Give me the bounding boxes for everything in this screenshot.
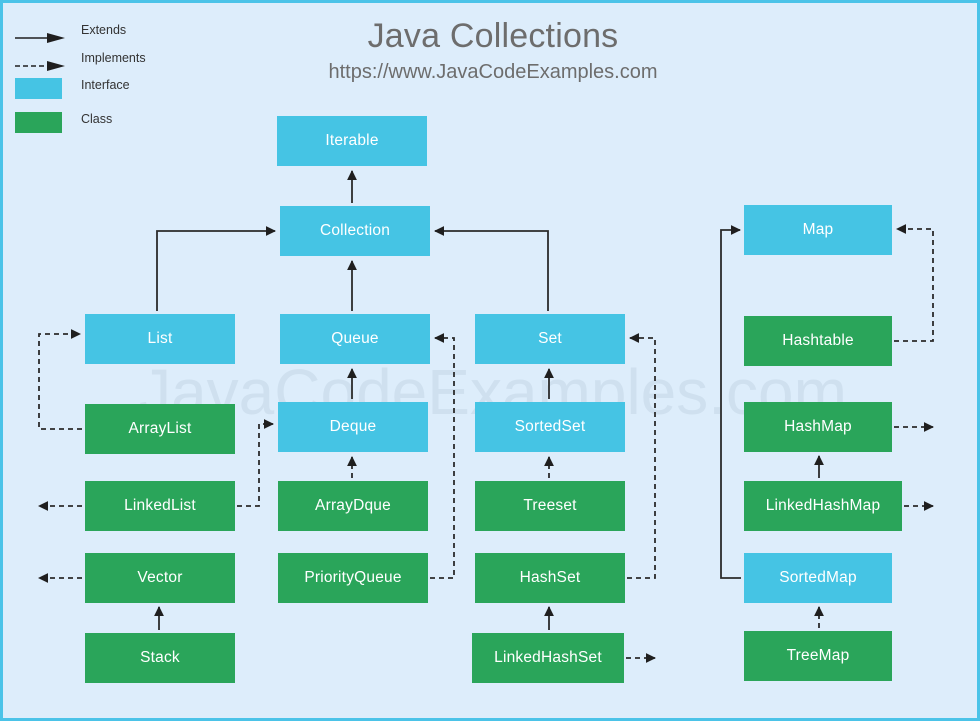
node-label-arraydque: ArrayDque <box>315 497 391 514</box>
interface-color-swatch <box>15 78 62 99</box>
edge-hashtable-map <box>894 224 934 342</box>
node-label-linkedlist: LinkedList <box>124 497 196 514</box>
edge-sortedmap-map <box>720 225 741 579</box>
solid-arrow-icon <box>15 30 69 43</box>
node-sortedset[interactable]: SortedSet <box>475 402 625 452</box>
node-hashmap[interactable]: HashMap <box>744 402 892 452</box>
node-label-hashset: HashSet <box>519 569 581 586</box>
dashed-arrow-icon <box>15 58 69 71</box>
node-linkedlist[interactable]: LinkedList <box>85 481 235 531</box>
node-linkedhashset[interactable]: LinkedHashSet <box>472 633 624 683</box>
node-label-linkedhashmap: LinkedHashMap <box>765 497 881 514</box>
node-set[interactable]: Set <box>475 314 625 364</box>
node-stack[interactable]: Stack <box>85 633 235 683</box>
node-queue[interactable]: Queue <box>280 314 430 364</box>
node-label-sortedset: SortedSet <box>514 418 586 435</box>
node-label-list: List <box>147 330 173 347</box>
node-label-map: Map <box>802 221 834 238</box>
node-collection[interactable]: Collection <box>280 206 430 256</box>
class-color-swatch <box>15 112 62 133</box>
node-list[interactable]: List <box>85 314 235 364</box>
node-hashtable[interactable]: Hashtable <box>744 316 892 366</box>
node-iterable[interactable]: Iterable <box>277 116 427 166</box>
node-label-treemap: TreeMap <box>786 647 850 664</box>
page-subtitle: https://www.JavaCodeExamples.com <box>328 61 658 83</box>
node-label-linkedhashset: LinkedHashSet <box>494 649 602 666</box>
page-title: Java Collections <box>367 17 619 55</box>
node-label-hashmap: HashMap <box>784 418 852 435</box>
node-vector[interactable]: Vector <box>85 553 235 603</box>
node-arraydque[interactable]: ArrayDque <box>278 481 428 531</box>
node-arraylist[interactable]: ArrayList <box>85 404 235 454</box>
edge-priorityqueue-queue <box>430 333 455 579</box>
node-treemap[interactable]: TreeMap <box>744 631 892 681</box>
node-label-vector: Vector <box>137 569 183 586</box>
node-hashset[interactable]: HashSet <box>475 553 625 603</box>
node-label-hashtable: Hashtable <box>782 332 854 349</box>
node-label-queue: Queue <box>331 330 379 347</box>
node-map[interactable]: Map <box>744 205 892 255</box>
node-treeset[interactable]: Treeset <box>475 481 625 531</box>
node-label-collection: Collection <box>319 222 391 239</box>
legend-label-extends: Extends <box>81 23 127 37</box>
edge-linkedlist-deque <box>237 419 274 507</box>
node-linkedhashmap[interactable]: LinkedHashMap <box>744 481 902 531</box>
node-deque[interactable]: Deque <box>278 402 428 452</box>
edge-list-collection <box>156 226 276 311</box>
node-label-priorityqueue: PriorityQueue <box>304 569 402 586</box>
node-label-iterable: Iterable <box>325 132 379 149</box>
node-label-set: Set <box>538 330 562 347</box>
edge-hashset-set <box>627 333 656 579</box>
edge-set-collection <box>434 226 549 311</box>
node-label-sortedmap: SortedMap <box>779 569 857 586</box>
legend-label-implements: Implements <box>81 51 146 65</box>
node-priorityqueue[interactable]: PriorityQueue <box>278 553 428 603</box>
legend-label-class: Class <box>81 112 113 126</box>
node-label-arraylist: ArrayList <box>128 420 192 437</box>
edge-arraylist-list <box>38 329 82 430</box>
node-sortedmap[interactable]: SortedMap <box>744 553 892 603</box>
node-label-treeset: Treeset <box>523 497 577 514</box>
node-label-deque: Deque <box>329 418 377 435</box>
node-label-stack: Stack <box>140 649 180 666</box>
legend-label-interface: Interface <box>81 78 130 92</box>
